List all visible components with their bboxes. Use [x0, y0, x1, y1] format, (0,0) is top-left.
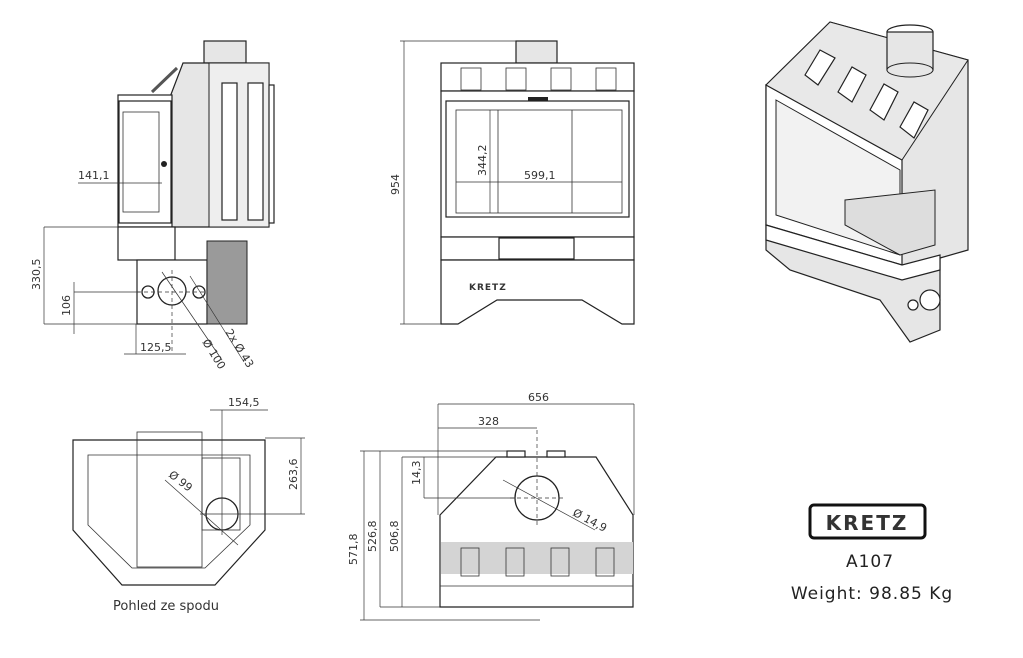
dim-954: 954 — [389, 174, 402, 195]
dim-656: 656 — [528, 391, 549, 404]
side-view: 141,1 330,5 106 125,5 Ø 100 2x Ø 43 — [30, 40, 275, 372]
kretz-logo — [808, 503, 927, 540]
dim-263: 263,6 — [287, 459, 300, 491]
top-view: 656 328 571,8 526,8 506,8 14,3 Ø 14,9 — [347, 391, 635, 621]
dim-106: 106 — [60, 295, 73, 316]
dim-506: 506,8 — [388, 521, 401, 553]
dim-328: 328 — [478, 415, 499, 428]
weight-label: Weight: 98.85 Kg — [791, 584, 953, 604]
dim-dia100: Ø 100 — [199, 337, 228, 372]
dim-330: 330,5 — [30, 259, 43, 291]
dim-526: 526,8 — [366, 521, 379, 553]
front-view: KRETZ 954 344,2 599,1 — [389, 40, 635, 325]
dim-154: 154,5 — [228, 396, 260, 409]
dim-344: 344,2 — [476, 145, 489, 177]
logo-text: KRETZ — [826, 511, 909, 535]
flue-pipe — [203, 40, 247, 64]
dim-599: 599,1 — [524, 169, 556, 182]
dim-141: 141,1 — [78, 169, 110, 182]
dim-14: 14,3 — [410, 461, 423, 486]
model-name: A107 — [846, 552, 894, 572]
bottom-view: 154,5 263,6 Ø 99 Pohled ze spodu — [72, 396, 305, 614]
bottom-view-caption: Pohled ze spodu — [113, 599, 219, 614]
front-badge: KRETZ — [469, 283, 507, 293]
isometric-view — [765, 21, 969, 343]
dim-571: 571,8 — [347, 534, 360, 566]
product-info: KRETZ A107 Weight: 98.85 Kg — [791, 503, 953, 604]
dim-125: 125,5 — [140, 341, 172, 354]
